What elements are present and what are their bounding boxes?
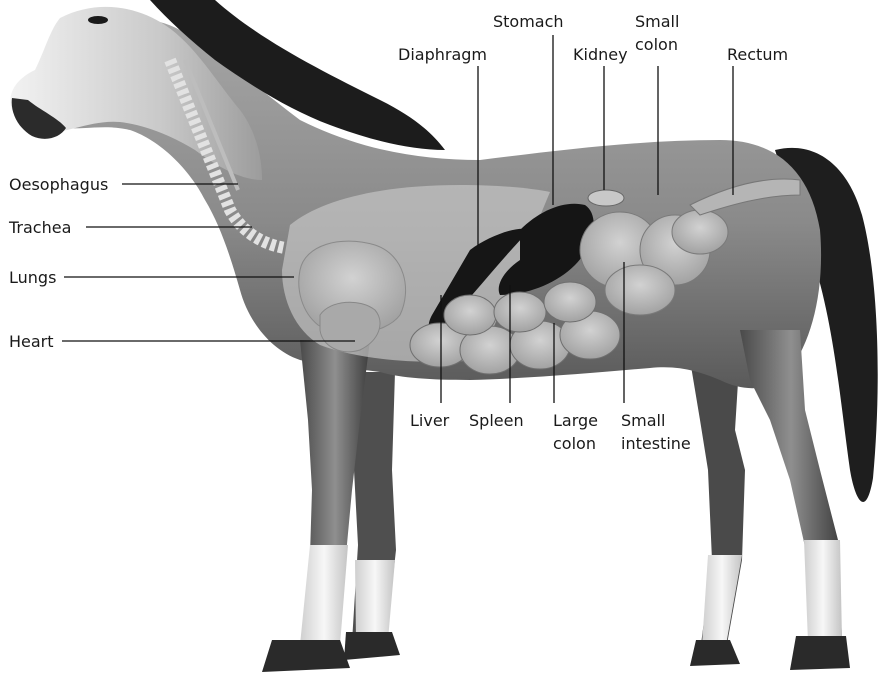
label-rectum: Rectum bbox=[727, 45, 788, 64]
label-stomach: Stomach bbox=[493, 12, 564, 31]
label-liver: Liver bbox=[410, 411, 450, 430]
label-diaphragm: Diaphragm bbox=[398, 45, 487, 64]
near-legs bbox=[262, 330, 850, 672]
label-kidney: Kidney bbox=[573, 45, 628, 64]
label-spleen: Spleen bbox=[469, 411, 524, 430]
eye bbox=[88, 16, 108, 24]
far-legs bbox=[344, 350, 745, 666]
label-oesophagus: Oesophagus bbox=[9, 175, 108, 194]
label-lungs: Lungs bbox=[9, 268, 56, 287]
label-large-colon-line1: Large bbox=[553, 411, 598, 430]
label-trachea: Trachea bbox=[8, 218, 71, 237]
label-small-colon-line1: Small bbox=[635, 12, 679, 31]
label-large-colon-line2: colon bbox=[553, 434, 596, 453]
label-small-intestine-line1: Small bbox=[621, 411, 665, 430]
label-small-colon-line2: colon bbox=[635, 35, 678, 54]
kidney-organ bbox=[588, 190, 624, 206]
label-heart: Heart bbox=[9, 332, 54, 351]
label-small-intestine-line2: intestine bbox=[621, 434, 691, 453]
